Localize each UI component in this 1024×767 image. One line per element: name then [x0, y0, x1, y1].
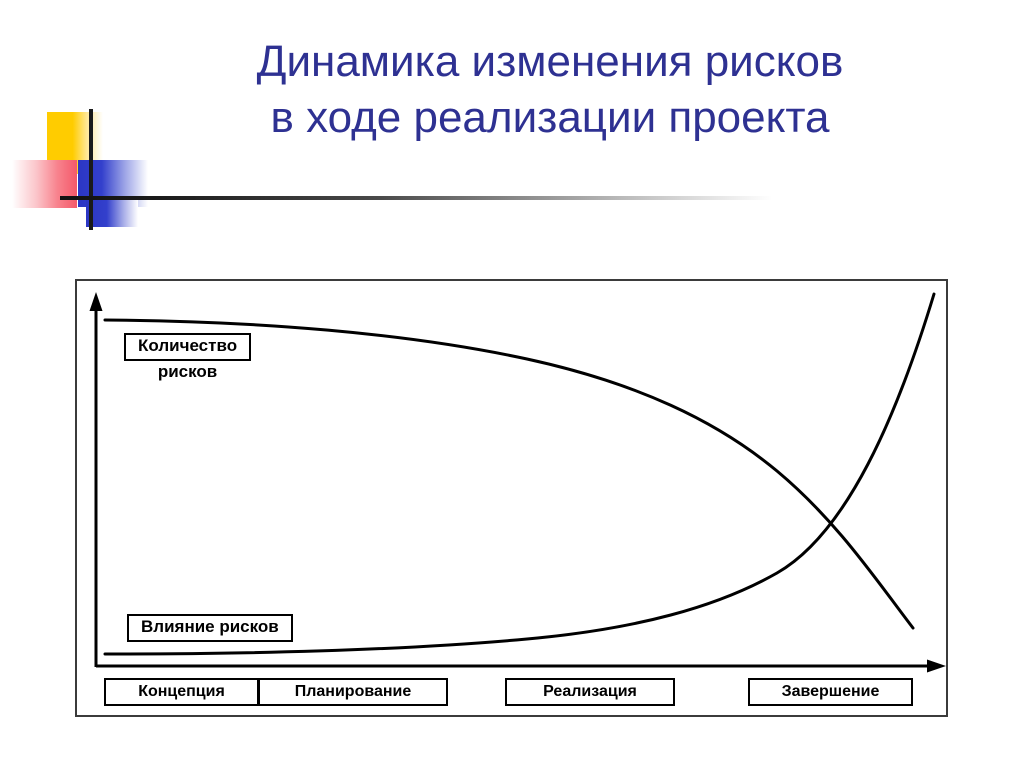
slide-title: Динамика изменения рисков в ходе реализа… [256, 37, 844, 143]
label-impact-of-risks: Влияние рисков [127, 614, 293, 642]
label-impact-of-risks-text: Влияние рисков [127, 614, 293, 642]
ornament-horizontal-rule [60, 196, 772, 200]
phase-label-planning: Планирование [258, 678, 448, 706]
label-quantity-of-risks-line2: рисков [157, 361, 218, 381]
ornament-red-square [12, 160, 77, 208]
curve-impact-of-risks [103, 292, 936, 656]
ornament-blue-square-lower [86, 196, 138, 227]
risk-dynamics-plot [89, 292, 946, 673]
curve-quantity-of-risks [103, 318, 915, 630]
phase-label-concept: Концепция [104, 678, 259, 706]
x-axis [96, 659, 946, 673]
label-quantity-of-risks: Количество рисков [124, 333, 252, 381]
label-quantity-of-risks-line1: Количество [124, 333, 252, 361]
phase-label-completion: Завершение [748, 678, 913, 706]
phase-label-implementation: Реализация [505, 678, 675, 706]
title-ornament [0, 0, 772, 230]
ornament-vertical-rule [89, 109, 93, 230]
y-axis [89, 292, 103, 667]
